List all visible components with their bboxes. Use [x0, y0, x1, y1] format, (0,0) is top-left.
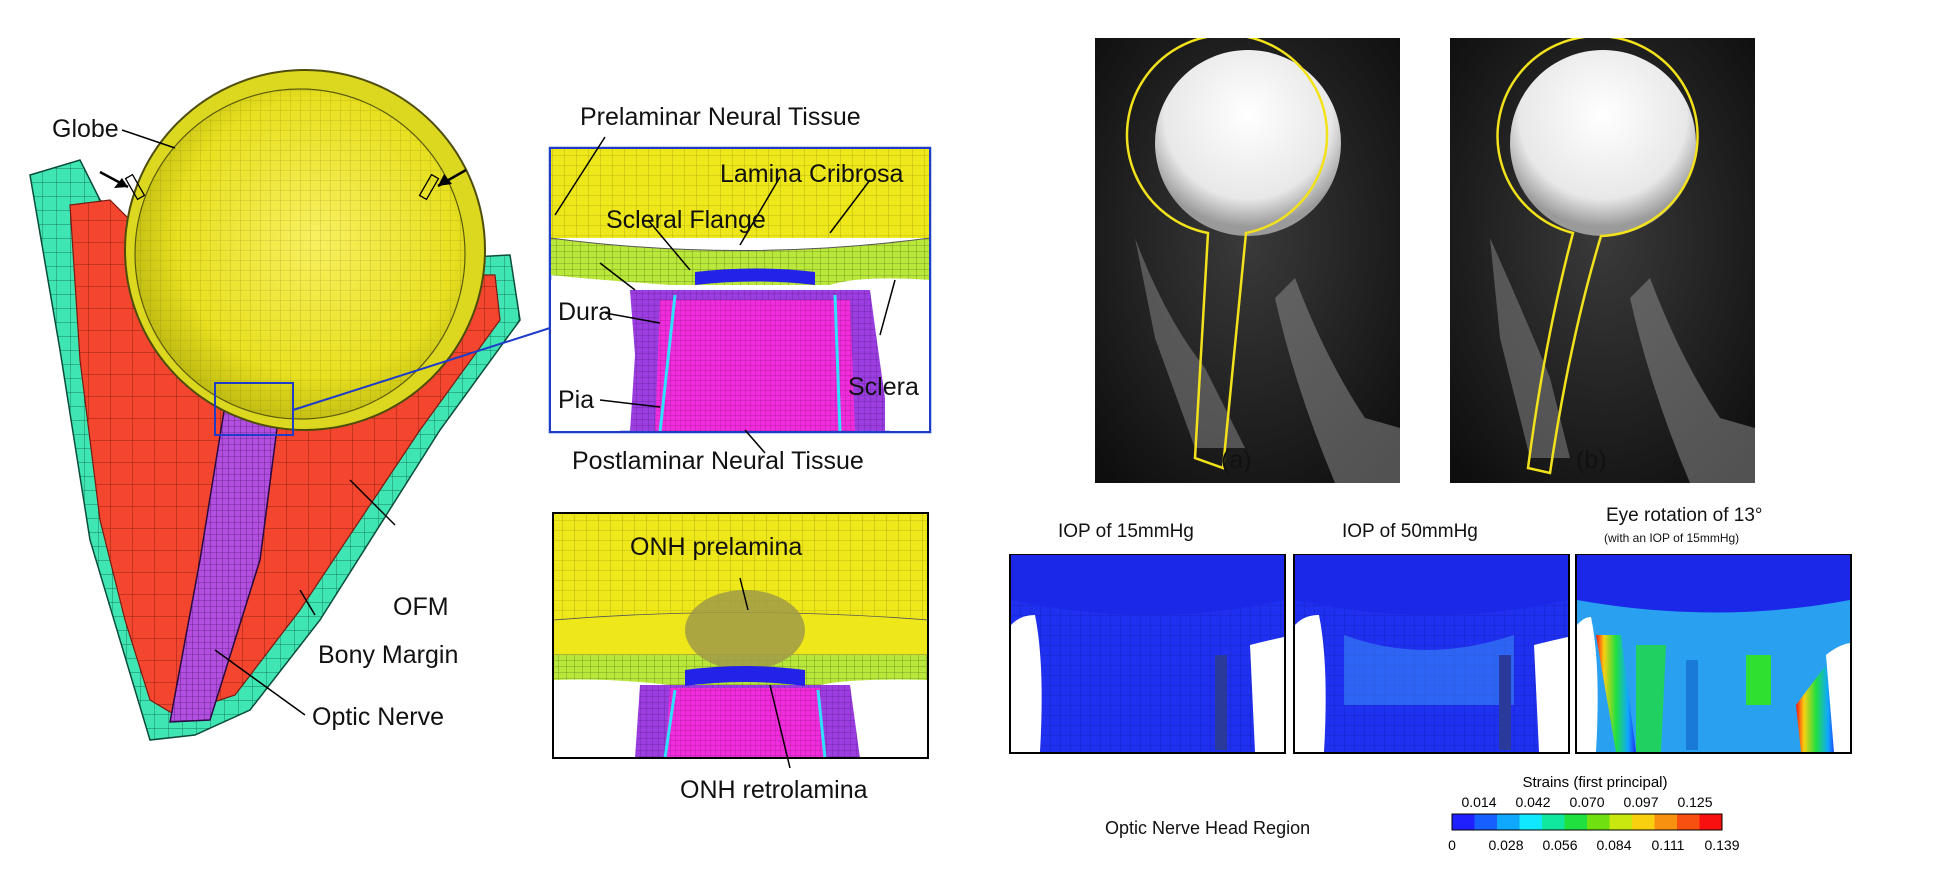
mri-label-b: (b) — [1576, 446, 1607, 474]
colorbar: Strains (first principal) 0.014 0.042 0.07… — [1448, 774, 1740, 853]
colorbar-swatch — [1699, 814, 1723, 830]
strain-title-3: Eye rotation of 13° — [1606, 505, 1763, 526]
colorbar-tick-label: 0.070 — [1569, 794, 1604, 810]
colorbar-swatch — [1452, 814, 1475, 830]
strain-panel-1: IOP of 15mmHg — [1009, 521, 1286, 754]
label-optic-nerve: Optic Nerve — [312, 703, 444, 731]
label-sclera: Sclera — [848, 373, 919, 401]
label-ofm: OFM — [393, 593, 449, 621]
label-pia: Pia — [558, 386, 594, 414]
globe-shape — [124, 69, 486, 431]
label-scleral-flange: Scleral Flange — [606, 206, 766, 234]
label-onh-prelamina: ONH prelamina — [630, 533, 802, 561]
colorbar-swatch — [1519, 814, 1543, 830]
label-prelaminar: Prelaminar Neural Tissue — [580, 103, 861, 131]
onh-panel: ONH prelamina ONH retrolamina — [552, 512, 929, 804]
colorbar-top-ticks: 0.014 0.042 0.070 0.097 0.125 — [1461, 794, 1712, 810]
colorbar-swatch — [1474, 814, 1498, 830]
colorbar-bars — [1451, 813, 1723, 831]
colorbar-swatch — [1587, 814, 1610, 830]
strain-title-2: IOP of 50mmHg — [1342, 521, 1478, 542]
strain-maps: IOP of 15mmHg IOP of 50mmHg Eye rotation… — [1009, 505, 1852, 754]
colorbar-tick-label: 0.125 — [1677, 794, 1712, 810]
zoom-connector — [292, 327, 551, 411]
colorbar-bottom-ticks: 0 0.028 0.056 0.084 0.111 0.139 — [1448, 837, 1740, 853]
colorbar-tick-label: 0.139 — [1704, 837, 1739, 853]
colorbar-swatch — [1497, 814, 1520, 830]
arrow-icon — [418, 168, 467, 201]
mri-panel-b: (b) — [1450, 38, 1755, 483]
colorbar-frame — [1451, 813, 1723, 831]
colorbar-tick-label: 0.014 — [1461, 794, 1496, 810]
colorbar-title: Strains (first principal) — [1522, 774, 1667, 791]
colorbar-swatch — [1654, 814, 1678, 830]
label-dura: Dura — [558, 298, 612, 326]
label-onh-retrolamina: ONH retrolamina — [680, 776, 868, 804]
left-model-figure: Globe OFM Bony Margin Optic Nerve — [29, 69, 521, 741]
strain-title-1: IOP of 15mmHg — [1058, 521, 1194, 542]
strain-panel-2: IOP of 50mmHg — [1293, 521, 1570, 754]
mri-label-a: (a) — [1221, 446, 1252, 474]
strain-subtitle-3: (with an IOP of 15mmHg) — [1604, 531, 1739, 545]
zoom-panel: Prelaminar Neural Tissue Lamina Cribrosa… — [548, 103, 932, 475]
mri-outline — [1125, 38, 1329, 470]
colorbar-tick-label: 0.028 — [1488, 837, 1523, 853]
colorbar-tick-label: 0 — [1448, 837, 1456, 853]
mri-figure: (a) (b) — [1095, 38, 1755, 483]
mri-outline — [1496, 38, 1699, 475]
colorbar-tick-label: 0.056 — [1542, 837, 1577, 853]
colorbar-swatch — [1677, 814, 1700, 830]
colorbar-tick-label: 0.097 — [1623, 794, 1658, 810]
colorbar-swatch — [1564, 814, 1588, 830]
label-globe: Globe — [52, 115, 119, 143]
colorbar-tick-label: 0.084 — [1596, 837, 1631, 853]
label-postlaminar: Postlaminar Neural Tissue — [572, 447, 864, 475]
mri-panel-a: (a) — [1095, 38, 1400, 483]
region-label: Optic Nerve Head Region — [1105, 818, 1311, 838]
arrow-icon — [99, 170, 146, 201]
label-bony-margin: Bony Margin — [318, 641, 458, 669]
colorbar-swatch — [1542, 814, 1565, 830]
colorbar-swatch — [1632, 814, 1655, 830]
strain-panel-3: Eye rotation of 13° (with an IOP of 15mm… — [1575, 505, 1852, 754]
label-lamina-cribrosa: Lamina Cribrosa — [720, 160, 904, 188]
colorbar-tick-label: 0.042 — [1515, 794, 1550, 810]
colorbar-swatch — [1609, 814, 1633, 830]
colorbar-tick-label: 0.111 — [1652, 837, 1685, 853]
